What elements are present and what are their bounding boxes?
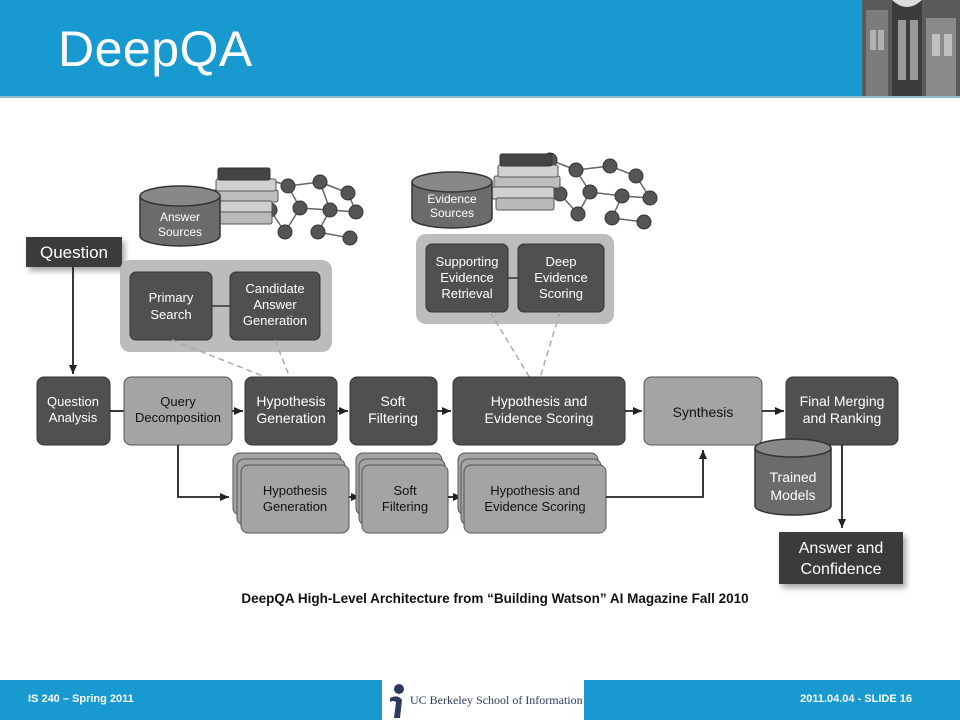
psf-label-2: Filtering (382, 499, 428, 514)
answer-sources-label-1: Answer (160, 210, 200, 224)
ischool-logo-text: UC Berkeley School of Information (410, 693, 583, 707)
candidate-label-1: Candidate (245, 281, 304, 296)
evidence-sources-label-2: Sources (430, 206, 474, 220)
candidate-answer-generation-box: Candidate Answer Generation (229, 271, 321, 341)
supporting-label-2: Evidence (440, 270, 493, 285)
figure-caption: DeepQA High-Level Architecture from “Bui… (241, 591, 749, 606)
hg-label-1: Hypothesis (256, 393, 325, 409)
ac-label-1: Answer and (799, 540, 884, 557)
evidence-sources-label-1: Evidence (427, 192, 477, 206)
course-label: IS 240 – Spring 2011 (28, 693, 134, 705)
primary-search-box: Primary Search (129, 271, 213, 341)
answer-confidence-box: Answer and Confidence (779, 532, 903, 584)
parallel-soft-filtering-stack: Soft Filtering (355, 452, 449, 534)
candidate-label-3: Generation (243, 313, 307, 328)
hes-label-1: Hypothesis and (491, 393, 588, 409)
building-photo (862, 0, 960, 96)
synthesis-label: Synthesis (673, 404, 734, 420)
qa-label-2: Analysis (49, 410, 98, 425)
deep-label-2: Evidence (534, 270, 587, 285)
answer-sources-database: Answer Sources (139, 185, 221, 247)
psf-label-1: Soft (393, 483, 417, 498)
ischool-logo: UC Berkeley School of Information (382, 680, 584, 720)
hes-label-2: Evidence Scoring (485, 410, 594, 426)
evidence-sources-database: Evidence Sources (411, 171, 493, 229)
sf-label-2: Filtering (368, 410, 418, 426)
tm-label-2: Models (770, 487, 815, 503)
fm-label-1: Final Merging (800, 393, 885, 409)
header-divider (0, 96, 960, 98)
question-label: Question (40, 243, 108, 262)
question-analysis-box: Question Analysis (36, 376, 111, 446)
primary-search-label-1: Primary (149, 290, 194, 305)
slide-title: DeepQA (58, 21, 253, 77)
ac-label-2: Confidence (801, 561, 882, 578)
answer-sources-label-2: Sources (158, 225, 202, 239)
parallel-to-synthesis-arrow (606, 450, 707, 498)
hypothesis-evidence-scoring-box: Hypothesis and Evidence Scoring (452, 376, 626, 446)
deep-label-3: Scoring (539, 286, 583, 301)
hg-label-2: Generation (256, 410, 325, 426)
qd-label-1: Query (160, 394, 196, 409)
parallel-hypothesis-scoring-stack: Hypothesis and Evidence Scoring (457, 452, 607, 534)
deep-label-1: Deep (545, 254, 576, 269)
tm-label-1: Trained (770, 469, 817, 485)
parallel-hypothesis-generation-stack: Hypothesis Generation (232, 452, 350, 534)
supporting-label-1: Supporting (436, 254, 499, 269)
primary-search-label-2: Search (150, 307, 191, 322)
candidate-label-2: Answer (253, 297, 297, 312)
evidence-network-nodes (542, 152, 658, 230)
soft-filtering-box: Soft Filtering (349, 376, 438, 446)
question-box: Question (26, 237, 122, 267)
qa-label-1: Question (47, 394, 99, 409)
query-decomposition-box: Query Decomposition (123, 376, 233, 446)
synthesis-box: Synthesis (643, 376, 763, 446)
deep-evidence-scoring-box: Deep Evidence Scoring (517, 243, 605, 313)
qd-label-2: Decomposition (135, 410, 221, 425)
fm-label-2: and Ranking (803, 410, 882, 426)
phes-label-2: Evidence Scoring (484, 499, 585, 514)
ischool-i-icon (390, 684, 404, 718)
phg-label-1: Hypothesis (263, 483, 328, 498)
supporting-evidence-retrieval-box: Supporting Evidence Retrieval (425, 243, 509, 313)
evidence-books-icon (491, 153, 561, 211)
callout-dashed-lines (171, 311, 561, 379)
slide-header: DeepQA (0, 0, 960, 96)
sf-label-1: Soft (381, 393, 406, 409)
final-merging-ranking-box: Final Merging and Ranking (785, 376, 899, 446)
slide-number: 2011.04.04 - SLIDE 16 (800, 693, 912, 705)
supporting-label-3: Retrieval (441, 286, 492, 301)
phes-label-1: Hypothesis and (490, 483, 580, 498)
decomposition-to-parallel-arrow (177, 445, 229, 501)
trained-models-database: Trained Models (754, 438, 832, 516)
deepqa-architecture-diagram: Answer Sources Evidence Sources Question (26, 152, 903, 584)
phg-label-2: Generation (263, 499, 327, 514)
hypothesis-generation-box: Hypothesis Generation (244, 376, 338, 446)
